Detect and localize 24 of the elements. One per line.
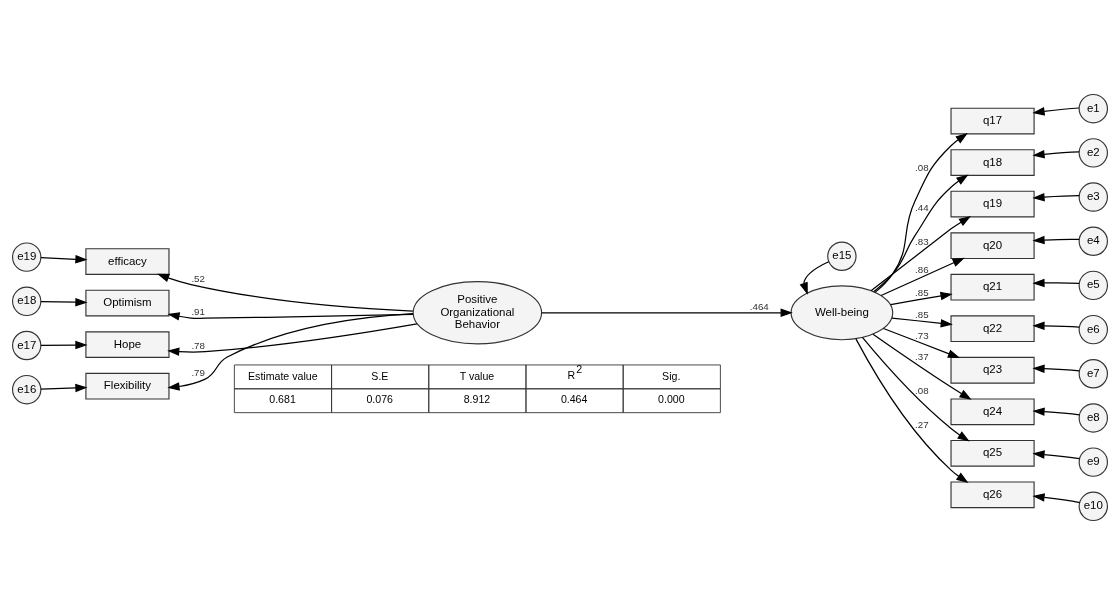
edge-label: .85 bbox=[915, 308, 929, 320]
edge-label: .08 bbox=[915, 162, 929, 174]
label: 0.076 bbox=[366, 393, 393, 406]
label: Sig. bbox=[662, 369, 681, 382]
edge-label: .44 bbox=[915, 202, 929, 213]
label: S.E bbox=[371, 369, 389, 382]
edge-label: .86 bbox=[915, 263, 929, 275]
edge-label: .83 bbox=[915, 236, 929, 248]
label: 0.464 bbox=[560, 393, 588, 406]
edge-label: .27 bbox=[915, 419, 929, 431]
edge-label: .78 bbox=[191, 339, 205, 351]
edge-label: .85 bbox=[915, 286, 929, 298]
edge-label: .52 bbox=[191, 272, 205, 284]
label: 0.000 bbox=[658, 393, 685, 406]
label: Estimate value bbox=[248, 369, 318, 382]
edge-label: .73 bbox=[915, 330, 929, 342]
label: 0.681 bbox=[269, 393, 296, 406]
edge-label: .37 bbox=[915, 351, 929, 363]
edge-label: .464 bbox=[749, 300, 769, 312]
edge-label: .08 bbox=[915, 384, 929, 396]
edge-label: .91 bbox=[191, 306, 205, 318]
label: 8.912 bbox=[463, 393, 491, 406]
label: T value bbox=[459, 369, 495, 382]
edge-label: .79 bbox=[191, 367, 205, 379]
